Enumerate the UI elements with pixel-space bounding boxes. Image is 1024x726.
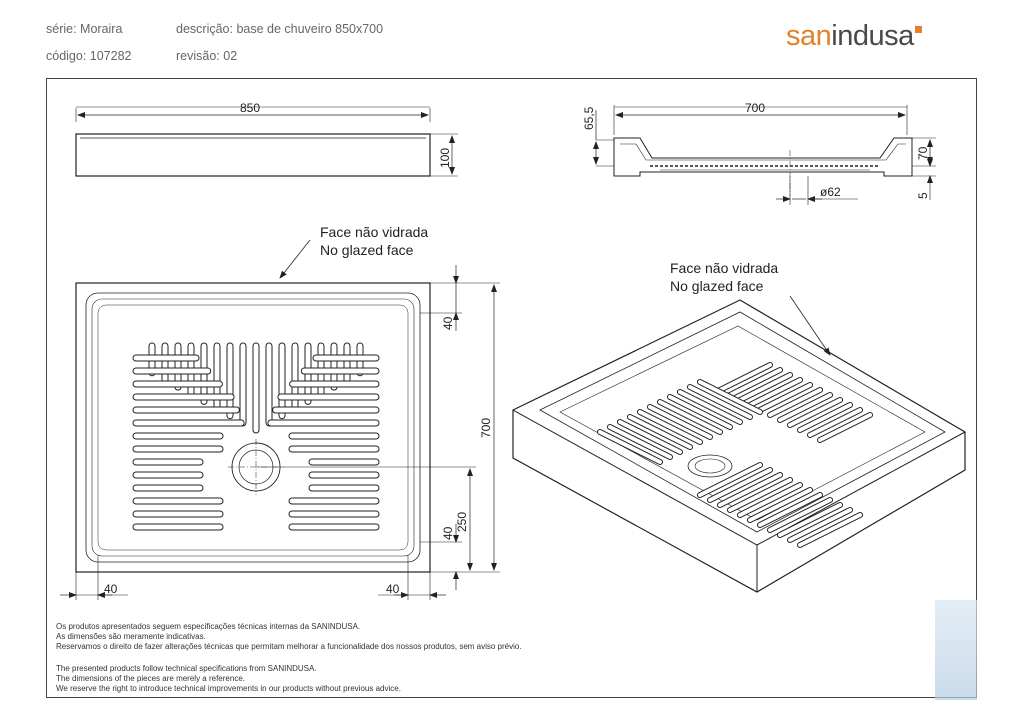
drain-slot-inner (768, 388, 822, 417)
plan-margin-right-label: 40 (386, 582, 400, 596)
drain-slot-inner (718, 473, 782, 507)
drain-slot-inner (758, 383, 812, 412)
note-en-3: We reserve the right to introduce techni… (56, 684, 401, 693)
drain-slot-inner (748, 488, 812, 522)
descricao-label: descrição: base de chuveiro 850x700 (176, 22, 384, 36)
plan-face-label-pt: Face não vidrada (320, 224, 428, 240)
drain-slot-inner (638, 410, 702, 444)
plan-margin-left-label: 40 (104, 582, 118, 596)
side-height-label: 70 (916, 146, 930, 160)
drain-slot-inner (728, 368, 782, 397)
persp-face-label-pt: Face não vidrada (670, 260, 778, 276)
notes-pt: Os produtos apresentados seguem especifi… (56, 622, 522, 652)
plan-margin-top-label: 40 (441, 316, 455, 330)
drain-diameter-label: ø62 (820, 185, 841, 199)
drain-slot-inner (698, 380, 762, 414)
note-pt-1: Os produtos apresentados seguem especifi… (56, 622, 361, 631)
notes-en: The presented products follow technical … (56, 664, 401, 694)
front-view (75, 106, 458, 177)
drain-slot-inner (818, 413, 872, 442)
side-width-label: 700 (745, 101, 765, 115)
drain-slot-inner (758, 493, 822, 527)
drain-slot-inner (608, 425, 672, 459)
drain-slot-inner (708, 468, 772, 502)
drain-slot-inner (628, 415, 692, 449)
drain-slot-inner (718, 363, 772, 392)
plan-face-label-en: No glazed face (320, 242, 414, 258)
drain-slot-inner (648, 405, 712, 439)
drain-slot-inner (778, 393, 832, 422)
drain-slot-inner (788, 398, 842, 427)
persp-face-label-en: No glazed face (670, 278, 764, 294)
revisao-label: revisão: 02 (176, 49, 238, 63)
drain-slot-inner (618, 420, 682, 454)
side-view (593, 105, 936, 205)
codigo-label: código: 107282 (46, 49, 132, 63)
drain-slot-inner (768, 498, 832, 532)
note-en-1: The presented products follow technical … (56, 664, 317, 673)
drain-slot-inner (798, 513, 862, 547)
perspective-drain-slots (597, 362, 873, 548)
plan-drain-offset-label: 250 (455, 512, 469, 532)
logo-mark-icon (914, 26, 922, 33)
side-rim-label: 65,5 (582, 106, 596, 130)
perspective-view (512, 295, 966, 593)
drain-slot-inner (668, 395, 732, 429)
drain-slot-inner (738, 483, 802, 517)
drain-slot-inner (788, 508, 852, 542)
plan-depth-label: 700 (479, 418, 493, 438)
side-foot-label: 5 (916, 192, 930, 199)
logo-part1: san (786, 20, 832, 52)
plan-margin-bottom-label: 40 (441, 526, 455, 540)
drain-slot-inner (658, 400, 722, 434)
drain-slot-inner (698, 463, 762, 497)
decorative-accent (935, 600, 977, 700)
drawing-frame (46, 78, 977, 698)
note-en-2: The dimensions of the pieces are merely … (56, 674, 245, 683)
drain-slot-inner (798, 403, 852, 432)
plan-view (60, 239, 500, 600)
drain-slot-inner (748, 378, 802, 407)
drain-slot-inner (728, 478, 792, 512)
front-width-label: 850 (240, 101, 260, 115)
note-pt-2: As dimensões são meramente indicativas. (56, 632, 206, 641)
front-height-label: 100 (438, 148, 452, 168)
drain-slot-inner (808, 408, 862, 437)
drain-slot-inner (738, 373, 792, 402)
drain-slot-inner (598, 430, 662, 464)
plan-drain-slots (132, 342, 380, 531)
serie-label: série: Moraira (46, 22, 123, 36)
note-pt-3: Reservamos o direito de fazer alterações… (56, 642, 522, 651)
sanindusa-logo: sanindusa (786, 20, 922, 53)
drain-slot-inner (778, 503, 842, 537)
drain-slot-inner (688, 385, 752, 419)
logo-part2: indusa (831, 20, 914, 52)
drain-slot-inner (678, 390, 742, 424)
